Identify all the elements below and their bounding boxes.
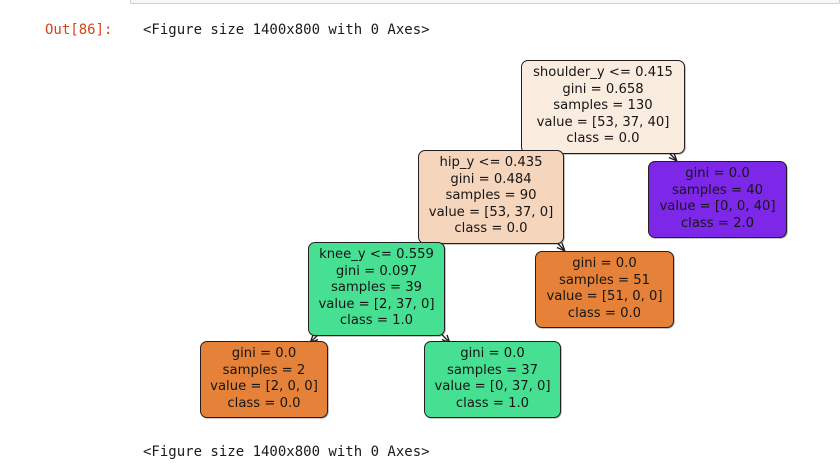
node-value: value = [53, 37, 0] bbox=[428, 204, 554, 220]
node-class: class = 2.0 bbox=[680, 215, 755, 231]
node-class: class = 0.0 bbox=[227, 395, 301, 411]
node-condition: knee_y <= 0.559 bbox=[319, 247, 434, 262]
figure-repr-text-top: <Figure size 1400x800 with 0 Axes> bbox=[143, 22, 430, 38]
figure-repr-text-bottom: <Figure size 1400x800 with 0 Axes> bbox=[143, 444, 430, 460]
node-class: class = 0.0 bbox=[454, 221, 528, 237]
tree-node-leaf-51[interactable]: gini = 0.0 samples = 51 value = [51, 0, … bbox=[535, 251, 674, 329]
tree-node-leaf-class2[interactable]: gini = 0.0 samples = 40 value = [0, 0, 4… bbox=[648, 161, 787, 239]
node-gini: gini = 0.0 bbox=[572, 256, 637, 271]
output-prompt: Out[86]: bbox=[45, 22, 113, 38]
node-condition: hip_y <= 0.435 bbox=[439, 155, 543, 170]
node-samples: samples = 39 bbox=[330, 280, 423, 296]
node-samples: samples = 2 bbox=[222, 362, 306, 378]
node-value: value = [51, 0, 0] bbox=[546, 289, 663, 305]
node-gini: gini = 0.484 bbox=[450, 171, 532, 187]
tree-node-leaf-2[interactable]: gini = 0.0 samples = 2 value = [2, 0, 0]… bbox=[200, 341, 328, 419]
node-condition: shoulder_y <= 0.415 bbox=[533, 65, 673, 80]
node-samples: samples = 130 bbox=[553, 98, 653, 114]
node-value: value = [2, 0, 0] bbox=[210, 379, 318, 395]
node-gini: gini = 0.658 bbox=[562, 81, 644, 97]
node-value: value = [2, 37, 0] bbox=[318, 296, 435, 312]
node-class: class = 0.0 bbox=[566, 131, 640, 147]
node-samples: samples = 40 bbox=[671, 182, 764, 198]
node-samples: samples = 51 bbox=[558, 272, 651, 288]
node-gini: gini = 0.0 bbox=[685, 166, 750, 181]
node-class: class = 0.0 bbox=[567, 305, 642, 321]
node-class: class = 1.0 bbox=[455, 395, 530, 411]
node-samples: samples = 90 bbox=[445, 188, 537, 204]
node-gini: gini = 0.0 bbox=[460, 346, 525, 361]
node-gini: gini = 0.097 bbox=[335, 263, 418, 279]
node-samples: samples = 37 bbox=[446, 362, 539, 378]
node-class: class = 1.0 bbox=[339, 313, 414, 329]
tree-node-leaf-37[interactable]: gini = 0.0 samples = 37 value = [0, 37, … bbox=[424, 341, 561, 419]
node-value: value = [0, 0, 40] bbox=[659, 199, 776, 215]
tree-node-hip-y[interactable]: hip_y <= 0.435 gini = 0.484 samples = 90… bbox=[418, 150, 564, 244]
tree-node-knee-y[interactable]: knee_y <= 0.559 gini = 0.097 samples = 3… bbox=[308, 242, 445, 336]
node-gini: gini = 0.0 bbox=[231, 346, 297, 361]
node-value: value = [53, 37, 40] bbox=[536, 114, 670, 130]
tree-node-root[interactable]: shoulder_y <= 0.415 gini = 0.658 samples… bbox=[521, 60, 685, 154]
node-value: value = [0, 37, 0] bbox=[434, 379, 551, 395]
